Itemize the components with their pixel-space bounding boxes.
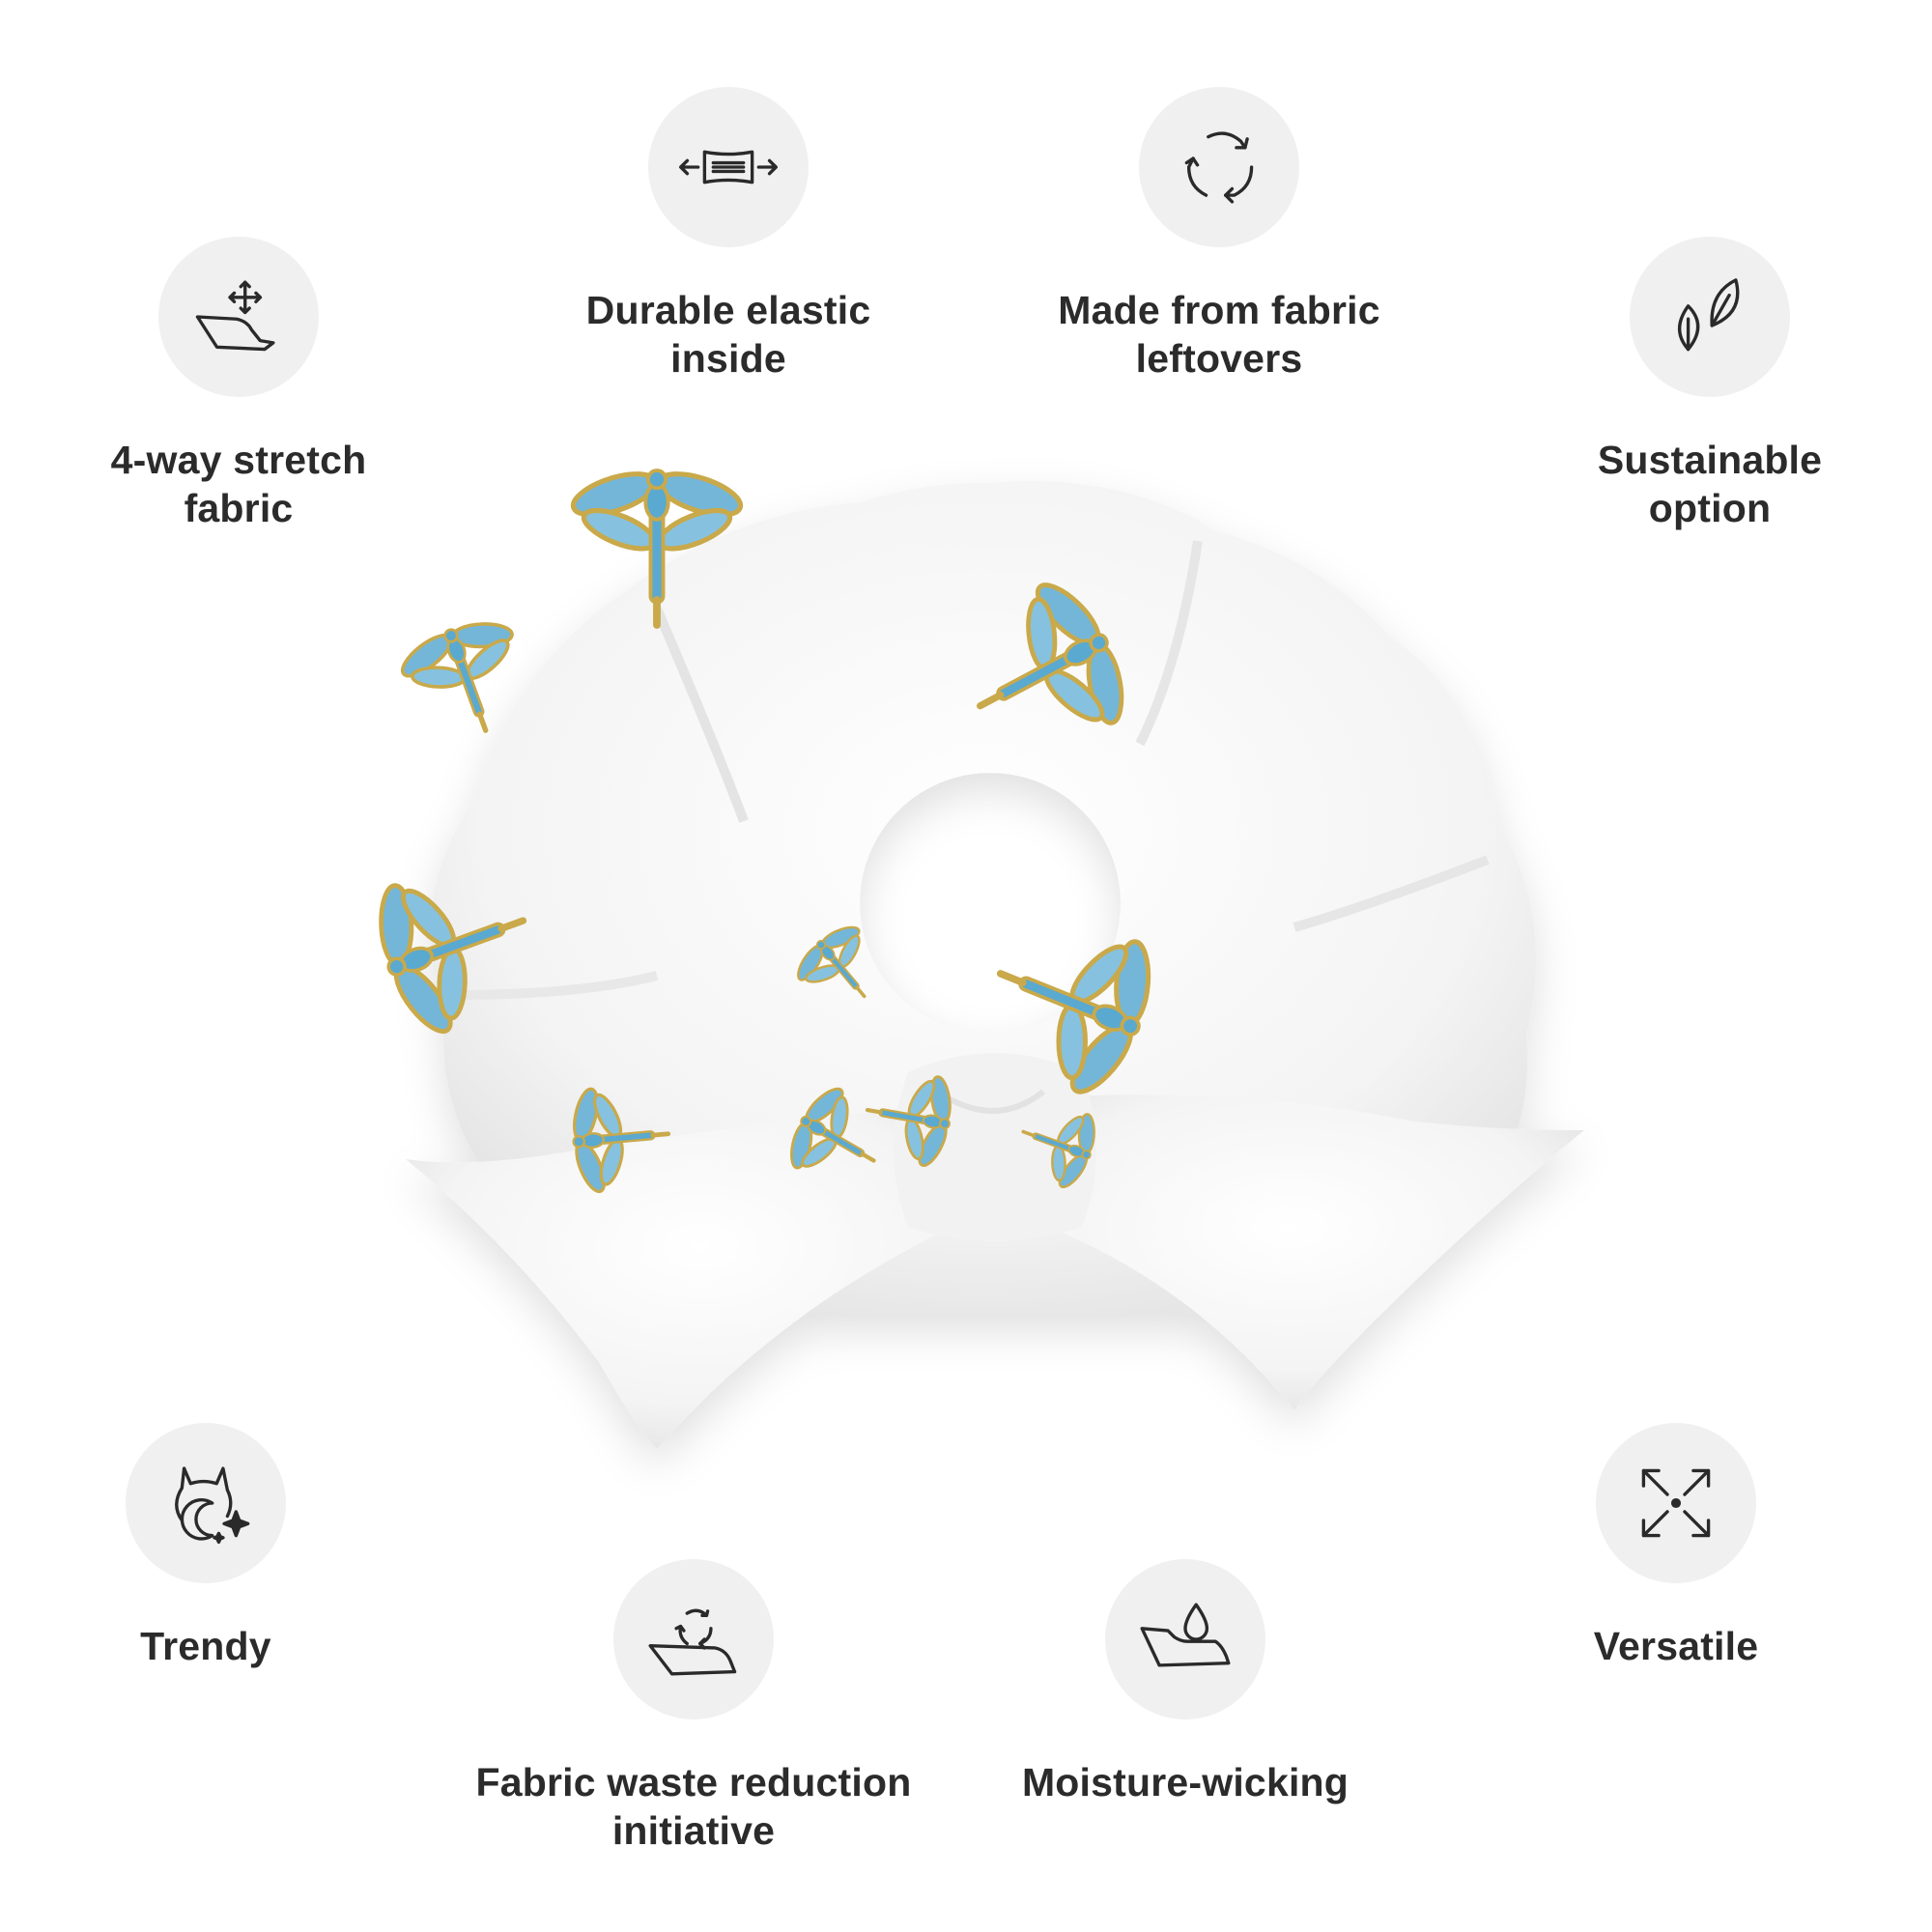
versatile-badge xyxy=(1596,1423,1756,1583)
recycle-arrows-icon xyxy=(1184,131,1254,204)
expand-arrows-icon xyxy=(1641,1468,1711,1538)
stretch-fabric-icon xyxy=(195,280,275,352)
stretch-badge xyxy=(158,237,319,397)
feature-versatile: Versatile xyxy=(1444,1423,1908,1670)
feature-versatile-label: Versatile xyxy=(1593,1624,1759,1668)
trendy-badge xyxy=(126,1423,286,1583)
water-drop-fabric-icon xyxy=(1140,1603,1231,1667)
elastic-badge xyxy=(648,87,809,247)
moisture-badge xyxy=(1105,1559,1265,1719)
leaves-icon xyxy=(1677,278,1740,352)
feature-trendy: Trendy xyxy=(0,1423,438,1670)
cat-sparkle-icon xyxy=(175,1466,250,1544)
waste-badge xyxy=(613,1559,774,1719)
scrunchie-body xyxy=(406,481,1584,1449)
feature-moisture: Moisture-wicking xyxy=(953,1559,1417,1806)
sustainable-badge xyxy=(1630,237,1790,397)
elastic-band-icon xyxy=(679,150,778,185)
scrunchie-image xyxy=(367,454,1584,1449)
leftovers-badge xyxy=(1139,87,1299,247)
feature-trendy-label: Trendy xyxy=(140,1624,271,1668)
recycled-fabric-icon xyxy=(648,1608,737,1676)
feature-moisture-label: Moisture-wicking xyxy=(1021,1760,1350,1804)
